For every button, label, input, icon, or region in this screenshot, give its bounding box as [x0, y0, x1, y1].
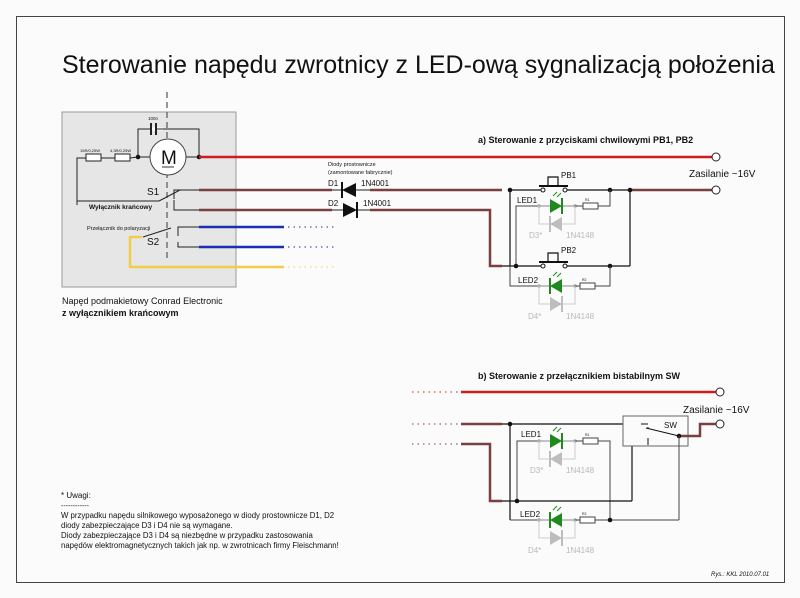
led2-a [549, 271, 562, 294]
drawing-frame [16, 16, 785, 583]
yellow-wire-internal [128, 235, 199, 269]
d4-b-part: 1N4148 [566, 546, 595, 555]
pb2-button [539, 252, 568, 269]
section-b-circuit: R1 LED1 D3* 1N4148 SW [412, 387, 725, 555]
section-a-heading: a) Sterowanie z przyciskami chwilowymi P… [478, 135, 693, 145]
s2-label: S2 [147, 237, 160, 248]
led2-b-label: LED2 [520, 510, 541, 519]
notes-line: napędów elektromagnetycznych takich jak … [61, 541, 339, 550]
section-a-supply-label: Zasilanie ~16V [689, 169, 756, 180]
s2-caption: Przełącznik do polaryzacji [87, 226, 150, 232]
diode-d1-icon [342, 183, 356, 197]
pb1-label: PB1 [561, 171, 577, 180]
d4-a-part: 1N4148 [566, 312, 595, 321]
terminal-supply-a1 [711, 152, 721, 162]
resistor-r2-a [579, 282, 596, 290]
motor-drive-box: 100n M 15R/0,25W 4,3R/0,25W S1 Wyłącznik… [61, 92, 237, 288]
diode-d1 [332, 182, 370, 198]
d4-a-label: D4* [528, 312, 541, 321]
r2-a-label: R2 [582, 278, 587, 282]
r1-b-label: R1 [585, 433, 590, 437]
resistor-4r3 [114, 153, 131, 162]
led2-a-label: LED2 [518, 276, 539, 285]
led2-b-icon [550, 513, 562, 527]
notes-heading: * Uwagi: [61, 491, 91, 500]
led1-b [550, 426, 563, 449]
notes-block: * Uwagi: ------------ W przypadku napędu… [61, 491, 339, 550]
s1-switch-arm [158, 189, 181, 202]
led2-a-icon [550, 279, 562, 293]
notes-line: W przypadku napędu silnikowego wyposażon… [61, 511, 334, 520]
led1-a-label: LED1 [517, 196, 538, 205]
led1-b-label: LED1 [521, 430, 542, 439]
diode-d2-icon [343, 203, 357, 217]
d3-b-label: D3* [530, 466, 543, 475]
section-a-circuit: PB1 R1 LED1 D3* 1N4148 [502, 171, 721, 321]
diode-d2 [332, 202, 370, 218]
d3-a-icon [550, 217, 562, 231]
capacitor-label: 100n [148, 116, 159, 121]
d4-b-label: D4* [528, 546, 541, 555]
brown-wire-supply-b [681, 422, 716, 438]
s1-label: S1 [147, 187, 160, 198]
section-b-supply-label: Zasilanie ~16V [683, 405, 750, 416]
notes-line: Diody zabezpieczające D3 i D4 są niezbęd… [61, 531, 313, 540]
s2-switch-arm [142, 227, 172, 238]
resistor2-label: 4,3R/0,25W [110, 148, 131, 153]
d3-a-part: 1N4148 [566, 231, 595, 240]
terminal-supply-a2 [711, 185, 721, 195]
section-b-heading: b) Sterowanie z przełącznikiem bistabiln… [478, 371, 681, 381]
resistor-r1-a [582, 202, 599, 210]
notes-separator: ------------ [61, 503, 90, 510]
terminal-supply-b1 [715, 387, 725, 397]
d1-label: D1 [328, 179, 339, 188]
d3-b-icon [550, 452, 562, 466]
r2-b-label: R2 [582, 512, 587, 516]
d2-label: D2 [328, 199, 339, 208]
resistor-r2-b [579, 516, 596, 524]
motor-caption-line1: Napęd podmakietowy Conrad Electronic [62, 296, 223, 306]
led1-a-icon [550, 199, 562, 213]
sw-switch-arm [645, 427, 680, 437]
rectifier-caption-line2: (zamontowane fabrycznie) [328, 170, 393, 176]
rectifier-caption-line1: Diody prostownicze [328, 162, 376, 168]
brown-wire-b2 [461, 442, 502, 503]
r1-a-label: R1 [585, 198, 590, 202]
d4-b-icon [550, 531, 562, 545]
resistor-15r [85, 153, 102, 162]
d3-a-label: D3* [529, 231, 542, 240]
brown-wire-d2-out [370, 208, 502, 268]
resistor-r1-b [582, 437, 599, 445]
pb2-label: PB2 [561, 246, 577, 255]
motor-housing [61, 111, 237, 288]
motor-caption-line2: z wyłącznikiem krańcowym [62, 308, 179, 318]
notes-line: diody zabezpieczające D3 i D4 nie są wym… [61, 521, 233, 530]
terminal-supply-b2 [715, 419, 725, 429]
sw-label: SW [664, 421, 677, 430]
d3-b-part: 1N4148 [566, 466, 595, 475]
motor-symbol: M [161, 148, 177, 169]
sw-switch-box [622, 415, 689, 447]
d2-part: 1N4001 [363, 199, 392, 208]
d4-a-icon [550, 297, 562, 311]
resistor1-label: 15R/0,25W [80, 148, 100, 153]
page-title: Sterowanie napędu zwrotnicy z LED-ową sy… [62, 51, 775, 79]
drawing-credit: Rys.: KKL 2010.07.01 [711, 572, 769, 578]
led1-b-icon [550, 434, 562, 448]
pb1-button [539, 176, 568, 193]
led2-b [549, 505, 562, 528]
s1-caption: Wyłącznik krańcowy [89, 204, 152, 211]
d1-part: 1N4001 [361, 179, 390, 188]
led1-a [550, 191, 563, 214]
